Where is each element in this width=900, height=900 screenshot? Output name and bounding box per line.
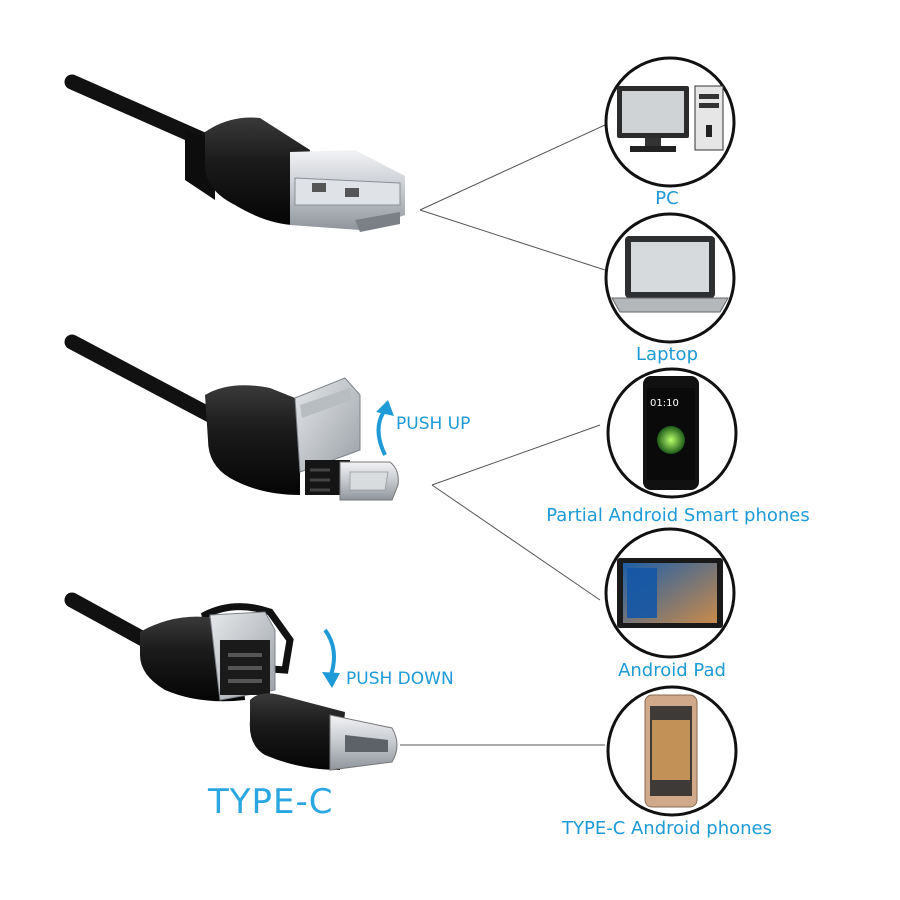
smartphone-icon: 01:10	[643, 376, 699, 490]
type-c-title: TYPE-C	[208, 782, 334, 822]
line-to-laptop	[419, 209, 606, 271]
usb-a-connector	[64, 74, 405, 232]
device-label-pc: PC	[655, 188, 679, 209]
line-to-phone	[431, 424, 601, 486]
push-up-label: PUSH UP	[396, 414, 471, 434]
phone-time: 01:10	[650, 398, 679, 409]
device-label-smartphone: Partial Android Smart phones	[546, 505, 810, 526]
device-laptop	[604, 212, 736, 344]
device-smartphone: 01:10	[606, 367, 738, 499]
line-to-pad	[431, 484, 601, 601]
device-label-pad: Android Pad	[618, 660, 726, 681]
device-label-type-c-phone: TYPE-C Android phones	[561, 818, 773, 839]
device-pc	[604, 56, 736, 188]
pc-icon	[617, 85, 724, 152]
device-label-laptop: Laptop	[636, 344, 698, 365]
push-down-arrow-icon	[323, 628, 336, 679]
device-type-c-phone	[606, 685, 738, 817]
push-down-label: PUSH DOWN	[346, 669, 454, 689]
tablet-icon	[617, 558, 723, 628]
line-to-pc	[419, 124, 606, 211]
micro-usb-connector	[64, 334, 399, 501]
type-c-phone-icon	[644, 694, 698, 808]
device-pad	[604, 527, 736, 659]
connection-lines	[400, 124, 606, 746]
push-up-arrow-icon	[376, 408, 387, 456]
laptop-icon	[611, 236, 729, 313]
type-c-connector	[64, 592, 398, 771]
